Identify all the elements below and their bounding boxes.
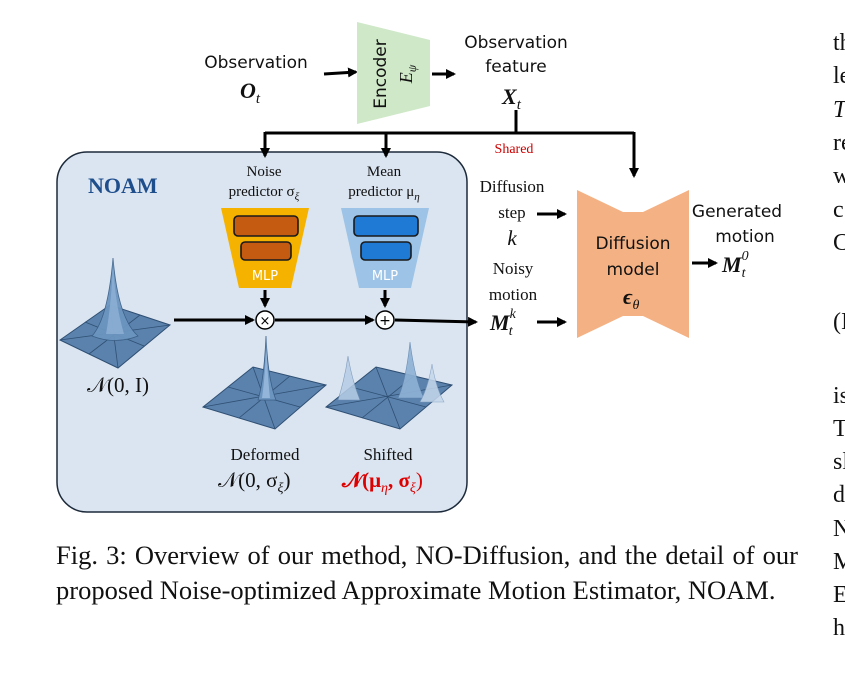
observation-to-encoder-arrow bbox=[323, 67, 358, 78]
figure-caption: Fig. 3: Overview of our method, NO-Diffu… bbox=[56, 540, 798, 605]
mean-pred-line2: predictor μη bbox=[348, 184, 419, 203]
shared-label: Shared bbox=[495, 142, 534, 157]
right-column-fragment: T bbox=[833, 97, 845, 124]
obs-feature-symbol: Xt bbox=[501, 84, 522, 113]
observation-label: Observation bbox=[204, 53, 308, 73]
diffusion-model-line1: Diffusion bbox=[595, 234, 670, 254]
noise-mlp-layer-1 bbox=[233, 215, 299, 237]
right-column-fragment: c bbox=[833, 197, 844, 223]
noise-pred-line2: predictor σξ bbox=[229, 184, 300, 203]
noam-title: NOAM bbox=[88, 173, 158, 198]
shifted-formula: 𝒩(μη, σξ) bbox=[341, 468, 423, 496]
right-column-fragment: d bbox=[833, 482, 845, 508]
mean-mlp-layer-2 bbox=[360, 241, 412, 261]
multiply-operator bbox=[255, 310, 275, 330]
observation-symbol: Ot bbox=[240, 78, 261, 107]
obs-feature-line1: Observation bbox=[464, 33, 568, 53]
diffusion-step-line2: step bbox=[498, 203, 525, 222]
diffusion-step-line1: Diffusion bbox=[480, 177, 545, 196]
noise-pred-line1: Noise bbox=[247, 164, 282, 180]
right-column-fragment: (I bbox=[833, 309, 845, 335]
standard-normal-surface bbox=[59, 257, 172, 369]
right-column-fragment: is bbox=[833, 383, 845, 409]
right-column-fragment: h bbox=[833, 615, 845, 641]
right-column-fragment: th bbox=[833, 30, 845, 56]
right-column-fragment: E bbox=[833, 582, 845, 608]
noisy-motion-line2: motion bbox=[489, 285, 538, 304]
right-column-fragment: T bbox=[833, 416, 845, 442]
diffusion-model-symbol: ϵθ bbox=[623, 284, 639, 313]
add-operator bbox=[375, 310, 395, 330]
mean-mlp-layer-1 bbox=[353, 215, 419, 237]
right-column-fragment: M bbox=[833, 549, 845, 575]
right-column-fragment: w bbox=[833, 163, 845, 189]
right-column-fragment: le bbox=[833, 63, 845, 89]
generated-line1: Generated bbox=[692, 202, 782, 222]
diffusion-model-line2: model bbox=[607, 260, 660, 280]
mean-mlp-label: MLP bbox=[372, 269, 398, 284]
mean-pred-line1: Mean bbox=[367, 164, 402, 180]
multiply-symbol: × bbox=[260, 314, 271, 329]
right-column-fragment: sl bbox=[833, 449, 845, 475]
shifted-label: Shifted bbox=[363, 445, 413, 464]
noisy-motion-line1: Noisy bbox=[493, 259, 534, 278]
right-column-fragment: re bbox=[833, 130, 845, 156]
deformed-normal-surface bbox=[201, 335, 328, 430]
diffusion-step-symbol: k bbox=[507, 226, 517, 250]
shifted-normal-surface bbox=[324, 341, 454, 430]
deformed-label: Deformed bbox=[231, 445, 300, 464]
right-column-fragment: C bbox=[833, 230, 845, 256]
encoder-label: Encoder bbox=[371, 39, 391, 109]
right-column-fragment: N bbox=[833, 516, 845, 542]
standard-normal-formula: 𝒩(0, I) bbox=[87, 373, 149, 397]
noise-mlp-label: MLP bbox=[252, 269, 278, 284]
add-to-noisy-motion-arrow bbox=[394, 316, 478, 327]
encoder-symbol: Eψ bbox=[396, 64, 419, 84]
encoder-block bbox=[357, 22, 430, 124]
diffusion-model-block bbox=[577, 190, 689, 338]
add-symbol: + bbox=[379, 313, 391, 329]
obs-feature-line2: feature bbox=[485, 57, 546, 77]
generated-line2: motion bbox=[715, 227, 775, 247]
deformed-formula: 𝒩(0, σξ) bbox=[218, 468, 290, 496]
noise-mlp-layer-2 bbox=[240, 241, 292, 261]
